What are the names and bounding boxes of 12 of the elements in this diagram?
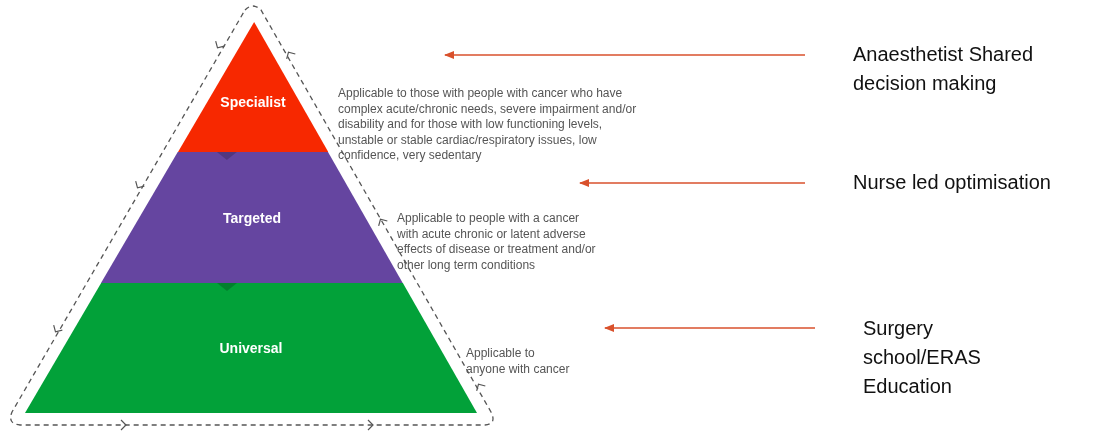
tier-description: Applicable to anyone with cancer xyxy=(466,346,571,377)
tier-description: Applicable to those with people with cancer who have complex acute/chronic needs, severe impairment and/or disability and for those with low functioning levels, unstable or stable cardiac/respiratory issues, low confidence, very sedentary xyxy=(338,86,638,164)
tier-description: Applicable to people with a cancer with acute chronic or latent adverse effects of disease or treatment and/or other long term conditions xyxy=(397,211,597,273)
arrow xyxy=(604,324,816,332)
tier-label: Universal xyxy=(219,340,283,356)
tier-label: Targeted xyxy=(222,209,281,226)
service-label: Surgery school/ERAS Education xyxy=(863,314,988,401)
arrow xyxy=(444,51,806,59)
service-label: Anaesthetist Shared decision making xyxy=(853,40,1088,98)
arrow xyxy=(579,179,806,187)
tier-label: Specialist xyxy=(220,94,286,110)
service-label: Nurse led optimisation xyxy=(853,168,1113,197)
